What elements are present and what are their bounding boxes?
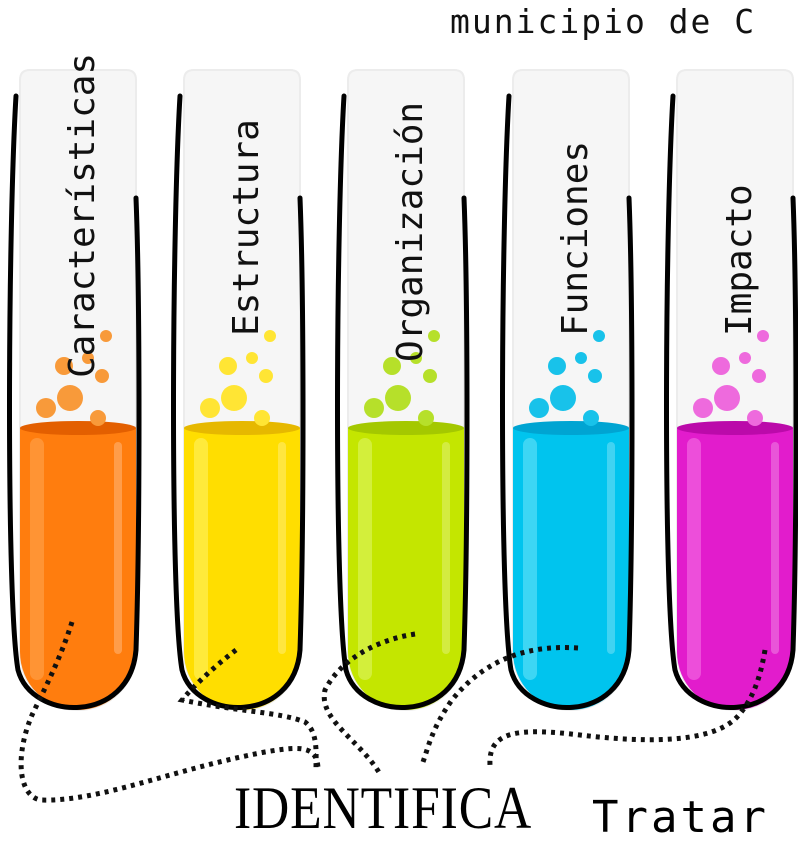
- liquid-surface: [348, 421, 464, 435]
- tube-liquid: [513, 428, 629, 710]
- bubble: [57, 385, 83, 411]
- liquid-highlight: [194, 438, 208, 680]
- dotted-connector-3: [321, 631, 416, 776]
- bubble: [739, 352, 751, 364]
- bubble: [385, 385, 411, 411]
- bottom-title: IDENTIFICA: [234, 775, 533, 841]
- tube-liquid: [677, 428, 793, 710]
- top-caption: municipio de C: [450, 2, 757, 41]
- bubble: [588, 369, 602, 383]
- test-tube-4: Funciones: [500, 69, 635, 711]
- bubble: [95, 369, 109, 383]
- tube-label: Organización: [390, 102, 431, 362]
- glass-reflection: [114, 442, 122, 654]
- liquid-surface: [513, 421, 629, 435]
- tube-label: Impacto: [719, 184, 760, 336]
- tube-outline: [335, 93, 470, 710]
- bubble: [264, 330, 276, 342]
- liquid-surface: [677, 421, 793, 435]
- tube-liquid: [184, 428, 300, 710]
- tube-outline: [500, 93, 635, 710]
- bubble: [548, 357, 566, 375]
- test-tubes-graphic: Características Estructura Organización Fun…: [7, 53, 798, 803]
- bubble: [752, 369, 766, 383]
- bubble: [36, 398, 56, 418]
- tube-outline: [664, 93, 798, 710]
- test-tube-5: Impacto: [664, 69, 798, 711]
- bubble: [428, 330, 440, 342]
- test-tube-2: Estructura: [171, 69, 306, 711]
- bottom-subtitle: Tratar: [592, 792, 769, 843]
- bubble: [254, 410, 270, 426]
- liquid-highlight: [523, 438, 537, 680]
- bubble: [219, 357, 237, 375]
- glass-reflection: [442, 442, 450, 654]
- bubble: [693, 398, 713, 418]
- bubble: [55, 357, 73, 375]
- bubble: [423, 369, 437, 383]
- bubble: [583, 410, 599, 426]
- glass-reflection: [607, 442, 615, 654]
- bubble: [100, 330, 112, 342]
- dotted-connector-1: [18, 621, 321, 803]
- liquid-surface: [184, 421, 300, 435]
- liquid-surface: [20, 421, 136, 435]
- glass-reflection: [771, 442, 779, 654]
- tube-liquid: [20, 428, 136, 710]
- bubble: [246, 352, 258, 364]
- tube-label: Funciones: [555, 141, 596, 336]
- bubble: [757, 330, 769, 342]
- bubble: [259, 369, 273, 383]
- tube-label: Características: [62, 53, 103, 378]
- glass-reflection: [278, 442, 286, 654]
- bubble: [575, 352, 587, 364]
- dotted-connector-5: [487, 649, 768, 766]
- dotted-connector-2: [177, 648, 319, 769]
- bubble: [593, 330, 605, 342]
- diagram-canvas: Características Estructura Organización Fun…: [7, 2, 798, 843]
- bubble: [747, 410, 763, 426]
- tube-outline: [171, 93, 306, 710]
- bubble: [364, 398, 384, 418]
- bubble: [221, 385, 247, 411]
- liquid-highlight: [358, 438, 372, 680]
- bubble: [90, 410, 106, 426]
- bubble: [82, 352, 94, 364]
- tube-outline: [7, 93, 142, 710]
- bubble: [529, 398, 549, 418]
- bubble: [712, 357, 730, 375]
- bubble: [714, 385, 740, 411]
- bubble: [550, 385, 576, 411]
- bubble: [383, 357, 401, 375]
- tube-label: Estructura: [226, 119, 267, 336]
- dotted-connectors: [18, 621, 768, 803]
- tube-liquid: [348, 428, 464, 710]
- liquid-highlight: [30, 438, 44, 680]
- bubble: [200, 398, 220, 418]
- liquid-highlight: [687, 438, 701, 680]
- test-tube-1: Características: [7, 53, 142, 711]
- bubble: [410, 352, 422, 364]
- test-tube-3: Organización: [335, 69, 470, 711]
- dotted-connector-4: [420, 645, 579, 763]
- bubble: [418, 410, 434, 426]
